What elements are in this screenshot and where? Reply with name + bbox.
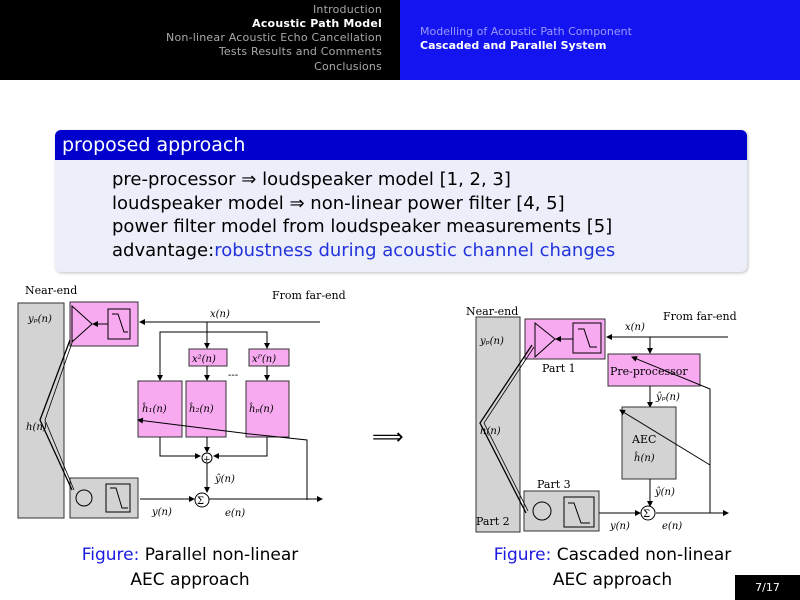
nav-subsection[interactable]: Modelling of Acoustic Path Component	[420, 25, 632, 38]
page-number: 7/17	[735, 575, 800, 600]
xP-box	[248, 348, 290, 367]
room-box	[475, 316, 521, 533]
caption-left: Figure: Parallel non-linear AEC approach	[50, 543, 330, 593]
h1-label: ĥ₁(n)	[142, 403, 167, 415]
speaker-icon	[534, 321, 556, 359]
proposed-approach-block: proposed approach pre-processor ⇒ loudsp…	[55, 130, 747, 272]
x2-box	[188, 348, 228, 367]
hP-filter	[245, 380, 290, 438]
y-label: y(n)	[609, 521, 630, 532]
block-body: pre-processor ⇒ loudspeaker model [1, 2,…	[55, 160, 747, 262]
e-label: e(n)	[662, 521, 682, 532]
nav-introduction[interactable]: Introduction	[312, 3, 382, 16]
implies-arrow-icon: ⟹	[372, 425, 404, 450]
yp-label: yₚ(n)	[27, 314, 52, 325]
block-line: power filter model from loudspeaker meas…	[112, 216, 613, 237]
block-line-advantage: advantage:robustness during acoustic cha…	[112, 239, 747, 263]
part2-label: Part 2	[476, 515, 510, 528]
svg-text:Σ: Σ	[197, 496, 204, 507]
far-end-label: From far-end	[272, 289, 346, 302]
caption-right: Figure: Cascaded non-linear AEC approach	[470, 543, 755, 593]
caption-text: AEC approach	[552, 570, 673, 590]
figure-label: Figure:	[493, 545, 552, 565]
h2-label: ĥ₂(n)	[189, 403, 214, 415]
yhat-label: ŷ(n)	[654, 487, 675, 498]
filter-icon	[572, 322, 602, 354]
yPhat-label: ŷₚ(n)	[655, 392, 680, 403]
h-label: h(n)	[480, 426, 501, 437]
section-navigation: Introduction Acoustic Path Model Non-lin…	[0, 0, 400, 80]
advantage-text: robustness during acoustic channel chang…	[214, 239, 616, 261]
x2-label: x²(n)	[192, 354, 216, 365]
caption-text: Cascaded non-linear	[556, 545, 732, 565]
caption-text: AEC approach	[130, 570, 250, 590]
nav-nonlinear-aec[interactable]: Non-linear Acoustic Echo Cancellation	[166, 31, 382, 44]
yhat-label: ŷ(n)	[214, 474, 235, 485]
sum-icon	[194, 492, 210, 508]
speaker-icon	[71, 304, 93, 344]
aec-box	[621, 406, 677, 480]
h-label: h(n)	[26, 422, 47, 433]
x-label: x(n)	[210, 309, 230, 320]
cascaded-aec-diagram: Near-end From far-end yₚ(n) h(n) Part 2 …	[466, 305, 737, 533]
near-end-label: Near-end	[466, 305, 518, 318]
aec-h-label: ĥ(n)	[634, 452, 655, 464]
nav-acoustic-path-model[interactable]: Acoustic Path Model	[252, 17, 382, 30]
parallel-aec-diagram: Near-end From far-end yₚ(n) h(n) x(n) x²…	[17, 284, 346, 519]
far-end-label: From far-end	[663, 310, 737, 323]
nav-subsubsection[interactable]: Cascaded and Parallel System	[420, 39, 607, 52]
svg-text:+: +	[203, 455, 211, 465]
sum-icon	[640, 505, 656, 521]
x-label: x(n)	[625, 322, 645, 333]
near-end-label: Near-end	[25, 284, 77, 297]
block-line: pre-processor ⇒ loudspeaker model [1, 2,…	[112, 169, 511, 190]
h1-filter	[137, 380, 183, 438]
preprocessor-label: Pre-processor	[610, 365, 688, 378]
room-box	[17, 302, 65, 519]
part3-label: Part 3	[537, 478, 571, 491]
svg-text:Σ: Σ	[643, 509, 650, 520]
part1-label: Part 1	[542, 362, 576, 375]
microphone-box	[69, 477, 139, 519]
microphone-box	[523, 490, 600, 532]
h2-filter	[185, 380, 227, 438]
figure-label: Figure:	[81, 545, 140, 565]
e-label: e(n)	[225, 508, 245, 519]
nav-tests-results[interactable]: Tests Results and Comments	[218, 45, 382, 58]
y-label: y(n)	[151, 507, 172, 518]
microphone-icon	[75, 489, 93, 507]
caption-text: Parallel non-linear	[144, 545, 299, 565]
preprocessor-box	[607, 353, 701, 387]
block-title: proposed approach	[55, 130, 747, 160]
block-line: loudspeaker model ⇒ non-linear power fil…	[112, 192, 565, 214]
dots-label: ---	[228, 370, 238, 381]
yp-label: yₚ(n)	[479, 336, 504, 347]
microphone-icon	[532, 501, 552, 521]
hP-label: ĥₚ(n)	[249, 403, 274, 415]
nav-conclusions[interactable]: Conclusions	[314, 60, 382, 73]
xP-label: xᴾ(n)	[252, 354, 276, 365]
subsection-navigation: Modelling of Acoustic Path Component Cas…	[400, 0, 800, 80]
advantage-label: advantage:	[112, 239, 215, 261]
aec-label: AEC	[631, 433, 656, 446]
